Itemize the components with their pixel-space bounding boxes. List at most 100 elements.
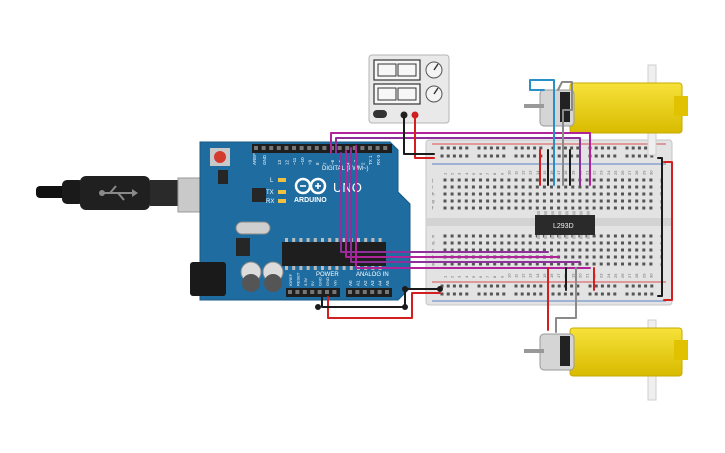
crystal-oscillator xyxy=(235,221,271,235)
column-label: 30 xyxy=(648,273,653,278)
analog-pin-label: A0 xyxy=(348,280,353,286)
column-label: 2 xyxy=(450,275,455,278)
wire-motor-top-grey xyxy=(557,81,573,186)
digital-pin-label: 13 xyxy=(277,159,282,165)
column-label: 6 xyxy=(478,172,483,175)
column-label: 1 xyxy=(443,275,448,278)
power-pin-label: 3.3V xyxy=(303,277,308,286)
usb-cable xyxy=(36,176,211,213)
power-pin-label: GND xyxy=(325,277,330,286)
gnd-label: GND xyxy=(262,154,267,165)
column-label: 5 xyxy=(471,172,476,175)
board-brand: ARDUINO xyxy=(294,197,327,204)
wire-supply-negative xyxy=(403,114,435,155)
wire-signal-1 xyxy=(340,152,549,253)
power-pin-label: IOREF xyxy=(288,273,293,286)
reset-button[interactable] xyxy=(210,148,230,166)
digital-pin-label: 4 xyxy=(345,162,350,165)
column-label: 21 xyxy=(585,273,590,278)
digital-pin-label: ~9 xyxy=(307,159,312,165)
wire-signal-6 xyxy=(330,132,591,186)
row-letter: j xyxy=(431,178,433,183)
motor-bottom xyxy=(524,319,688,401)
wire-rail-right-red xyxy=(663,161,673,301)
column-label: 26 xyxy=(620,273,625,278)
power-pin-label: 5V xyxy=(310,281,315,286)
l293d-chip: L293D xyxy=(535,211,595,239)
column-label: 30 xyxy=(648,170,653,175)
analog-pin-label: A3 xyxy=(370,280,375,286)
wire-motor-top-blue xyxy=(529,79,555,186)
led-rx-label: RX xyxy=(266,199,274,205)
column-label: 14 xyxy=(535,273,540,278)
board-model: UNO xyxy=(333,180,362,195)
row-letter: g xyxy=(432,199,435,204)
column-label: 3 xyxy=(457,275,462,278)
column-label: 24 xyxy=(606,170,611,175)
column-label: 29 xyxy=(641,273,646,278)
column-label: 16 xyxy=(549,273,554,278)
column-label: 19 xyxy=(570,170,575,175)
column-label: 18 xyxy=(563,170,568,175)
digital-pin-label: 8 xyxy=(315,162,320,165)
column-label: 5 xyxy=(471,275,476,278)
row-letter: h xyxy=(432,192,435,197)
power-supply xyxy=(368,54,450,124)
column-label: 1 xyxy=(443,172,448,175)
column-label: 14 xyxy=(535,170,540,175)
voltage-knob[interactable] xyxy=(425,61,443,79)
column-label: 4 xyxy=(464,172,469,175)
analog-pin-label: A4 xyxy=(378,280,383,286)
row-letter: i xyxy=(432,185,433,190)
power-jack xyxy=(190,262,226,296)
wire-arduino-5v xyxy=(327,292,441,319)
digital-header xyxy=(252,144,392,153)
column-label: 6 xyxy=(478,275,483,278)
column-label: 2 xyxy=(450,172,455,175)
arduino-logo-icon xyxy=(294,177,327,195)
row-letter: j xyxy=(659,178,661,183)
row-letter: e xyxy=(432,234,435,239)
column-label: 27 xyxy=(627,273,632,278)
power-pin-label: RESET xyxy=(295,272,300,286)
column-label: 7 xyxy=(485,275,490,278)
column-label: 10 xyxy=(506,170,511,175)
wire-signal-4 xyxy=(355,145,591,269)
digital-pin-label: 2 xyxy=(361,162,366,165)
digital-pin-label: ~10 xyxy=(300,157,305,165)
digital-pin-label: ~11 xyxy=(292,157,297,165)
column-label: 16 xyxy=(549,170,554,175)
column-label: 11 xyxy=(514,170,519,175)
column-label: 15 xyxy=(542,273,547,278)
column-label: 22 xyxy=(592,170,597,175)
column-label: 11 xyxy=(514,273,519,278)
column-label: 8 xyxy=(492,275,497,278)
led-tx-label: TX xyxy=(266,190,274,196)
motor-top xyxy=(524,64,688,156)
row-letter: c xyxy=(432,248,435,253)
digital-pin-label: ~6 xyxy=(330,159,335,165)
column-label: 9 xyxy=(499,275,504,278)
row-letter: f xyxy=(432,206,434,211)
wire-supply-positive xyxy=(414,114,435,159)
digital-pin-label: 7 xyxy=(323,162,328,165)
column-label: 13 xyxy=(528,273,533,278)
column-label: 12 xyxy=(521,170,526,175)
power-pin-label: Vin xyxy=(332,280,337,286)
column-label: 27 xyxy=(627,170,632,175)
column-label: 25 xyxy=(613,170,618,175)
analog-pin-label: A2 xyxy=(363,280,368,286)
column-label: 20 xyxy=(577,273,582,278)
digital-pin-label: 12 xyxy=(285,159,290,165)
column-label: 12 xyxy=(521,273,526,278)
analog-pin-label: A5 xyxy=(385,280,390,286)
current-knob[interactable] xyxy=(425,85,443,103)
led-l-label: L xyxy=(270,178,274,184)
column-label: 29 xyxy=(641,170,646,175)
usb-icon xyxy=(99,185,138,201)
power-switch[interactable] xyxy=(373,110,387,118)
column-label: 24 xyxy=(606,273,611,278)
column-label: 15 xyxy=(542,170,547,175)
analog-pin-label: A1 xyxy=(355,280,360,286)
wire-signal-5 xyxy=(335,137,581,186)
